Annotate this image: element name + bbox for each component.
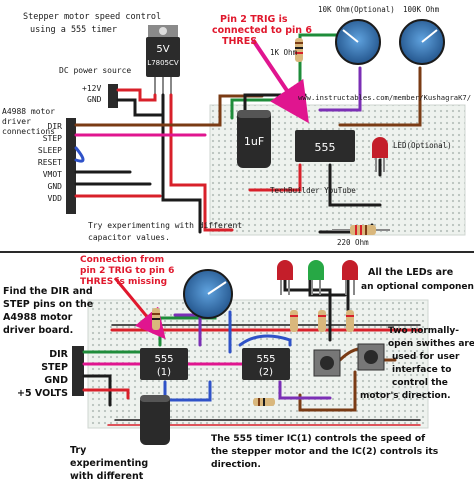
led-green [308,260,324,295]
bottom-try-1: Try [70,445,87,456]
ic-555-2: 555 (2) [242,348,290,380]
desc-1: The 555 timer IC(1) controls the speed o… [211,433,426,444]
missing-note-3: THRES is missing [80,277,167,287]
bottom-pin-step: STEP [41,362,68,373]
find-note-2: STEP pins on the [3,299,93,310]
ic1-label: 555 [154,354,173,365]
led-top [372,137,388,172]
top-pin-sleep: SLEEP [38,146,62,155]
cap-label: 1uF [244,135,264,148]
top-pin-vdd: VDD [48,194,63,203]
r220-label: 220 Ohm [337,238,369,247]
bottom-pin-labels: DIR STEP GND +5 VOLTS [17,349,69,399]
bottom-try-3: with different [70,471,144,482]
top-panel: 1uF 555 Stepper motor speed control usin… [2,5,471,247]
top-title-1: Stepper motor speed control [23,12,161,22]
top-pin-gnd: GND [48,182,63,191]
pot-10k [335,19,381,65]
sw-note-4: interface to [392,365,451,375]
ic-label: 555 [315,141,336,154]
desc-2: the stepper motor and the IC(2) controls… [211,446,439,457]
top-pin-labels: DIR STEP SLEEP RESET VMOT GND VDD [38,122,62,203]
credit-label: TechBuilder YouTube [270,186,356,195]
led-red-2 [342,260,358,295]
ic2-label: 555 [256,354,275,365]
capacitor-1uf: 1uF [237,110,271,168]
push-button-2 [357,343,385,371]
sw-note-1: Two normally- [388,326,459,336]
bottom-pin-dir: DIR [49,349,68,360]
resistor-1k [295,38,303,62]
ic-555-top: 555 [295,130,355,162]
pot2-label: 100K Ohm [403,5,440,14]
sw-note-2: open swithes are [388,339,474,349]
led-label: LED(Optional) [393,141,452,150]
resistor-220 [332,225,390,235]
trig-note-1: Pin 2 TRIG is [220,14,288,25]
driver-label-3: connections [2,127,55,136]
ic-555-1: 555 (1) [140,348,188,380]
pot-100k [399,19,445,65]
bottom-pin-gnd: GND [44,375,68,386]
top-pin-reset: RESET [38,158,62,167]
trig-note-3: THRES [222,36,257,47]
top-pin-vmot: VMOT [43,170,62,179]
find-note-4: driver board. [3,325,73,336]
url-label: www.instructables.com/member/KushagraK7/ [298,93,471,102]
gnd-label: GND [87,95,102,104]
find-note-1: Find the DIR and [3,286,93,297]
missing-arrow [113,277,166,340]
regulator-volt: 5V [156,44,169,55]
sw-note-5: control the [392,378,448,388]
bottom-panel: 555 (1) 555 (2) Connection from pin 2 TR… [3,255,474,482]
driver-label-1: A4988 motor [2,107,55,116]
r1k-label: 1K Ohm [270,48,298,57]
capacitor-bottom [140,395,170,445]
plus12-label: +12V [82,84,101,93]
top-title-2: using a 555 timer [30,25,117,35]
ic2-sub: (2) [259,367,273,378]
pot1-label: 10K Ohm(Optional) [318,5,395,14]
trig-note-2: connected to pin 6 [212,25,312,36]
top-pin-step: STEP [43,134,62,143]
missing-note-1: Connection from [80,255,164,265]
driver-label-2: driver [2,117,31,126]
ic1-sub: (1) [157,367,171,378]
led-red-1 [277,260,293,295]
top-pin-dir: DIR [48,122,63,131]
missing-note-2: pin 2 TRIG to pin 6 [80,266,174,276]
push-button-1 [313,349,341,377]
power-header [108,84,118,108]
dc-label: DC power source [59,66,131,75]
driver-header [66,118,76,214]
regulator-part: L7805CV [147,59,179,67]
sw-note-6: motor's direction. [360,391,451,401]
bottom-pin-5v: +5 VOLTS [17,388,68,399]
top-try-1: Try experimenting with different [88,221,242,230]
sw-note-3: used for user [392,352,460,362]
bottom-resistors [152,308,354,406]
find-note-3: A4988 motor [3,312,73,323]
top-try-2: capacitor values. [88,233,170,242]
bottom-try-2: experimenting [70,458,148,469]
bottom-header [72,346,84,396]
trig-arrow [251,38,309,124]
leds-note-2: an optional component. [361,282,474,292]
leds-note-1: All the LEDs are [368,267,453,278]
pot-bottom [183,269,233,319]
desc-3: direction. [211,459,261,470]
voltage-regulator [146,25,180,95]
